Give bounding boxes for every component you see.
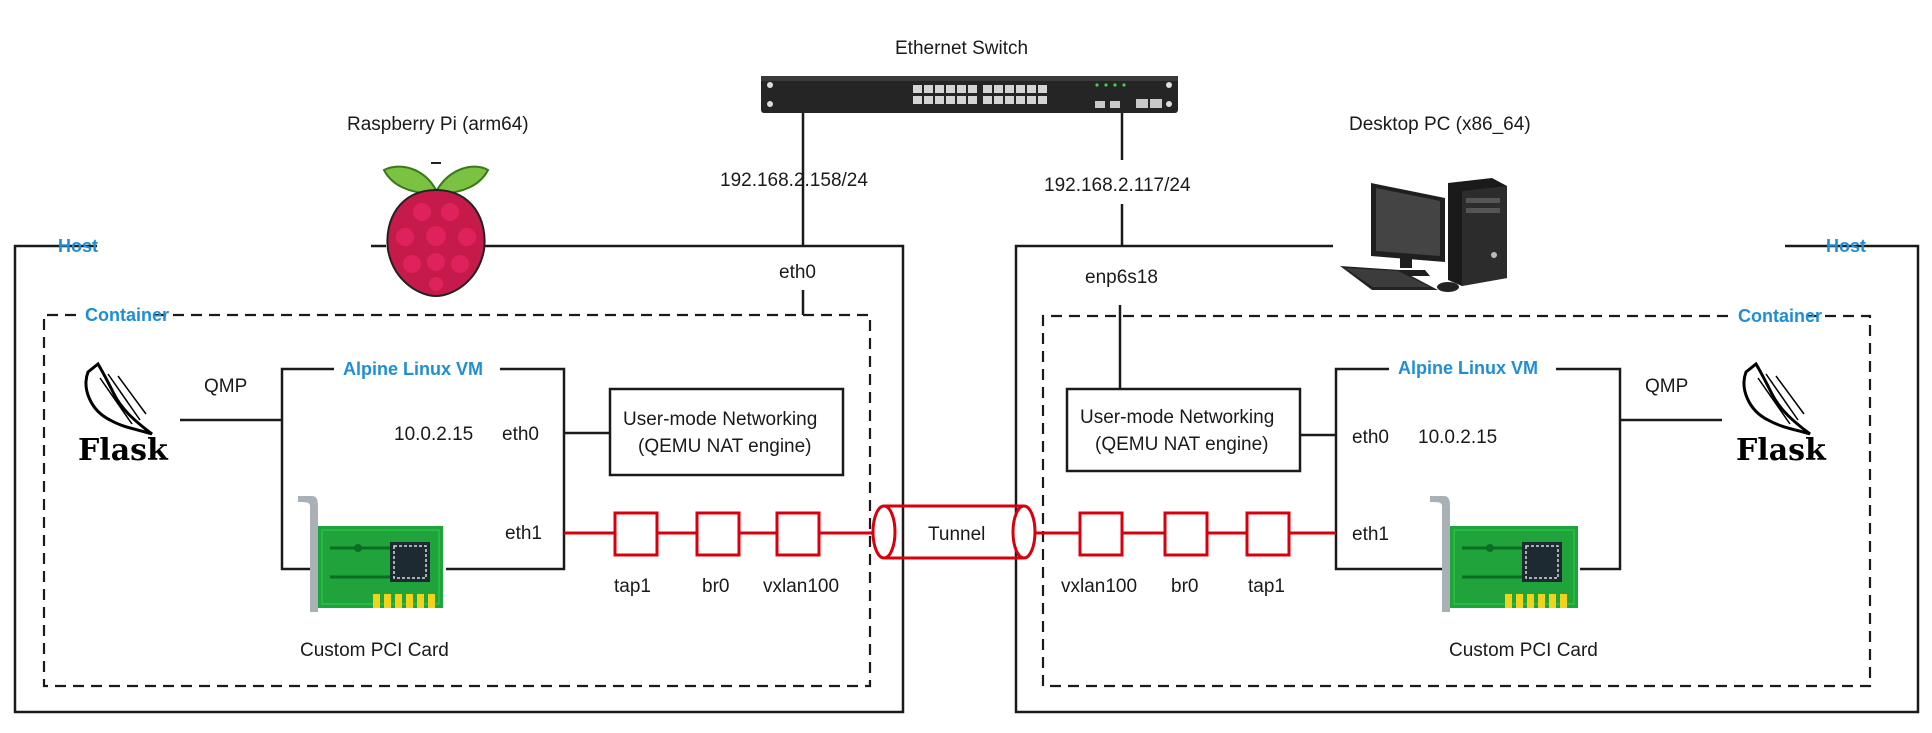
right-pci-label: Custom PCI Card: [1449, 640, 1598, 661]
right-container-label: Container: [1738, 306, 1822, 326]
switch-port: [968, 96, 977, 104]
left-host-ip: 192.168.2.158/24: [720, 170, 868, 191]
tunnel-label: Tunnel: [928, 524, 985, 545]
left-tunnel-path: [564, 511, 876, 557]
right-flask-label: Flask: [1736, 433, 1827, 468]
left-tap-label: tap1: [614, 576, 651, 597]
left-netbox-line1: User-mode Networking: [623, 409, 817, 430]
switch-port: [1005, 96, 1014, 104]
right-host-iface: enp6s18: [1085, 267, 1158, 288]
left-container-label: Container: [85, 305, 169, 325]
right-vm-box: [1334, 367, 1622, 571]
right-vm-label: Alpine Linux VM: [1398, 358, 1538, 378]
left-netbox-line2: (QEMU NAT engine): [638, 436, 812, 457]
switch-port: [1038, 96, 1047, 104]
switch-port: [1016, 85, 1025, 93]
switch-port: [957, 96, 966, 104]
left-pci-label: Custom PCI Card: [300, 640, 449, 661]
switch-port: [1005, 85, 1014, 93]
switch-port: [913, 96, 922, 104]
left-vm-box: [280, 367, 566, 571]
raspberry-pi-icon: [382, 162, 490, 298]
right-host-box: [1014, 244, 1920, 714]
switch-port: [1016, 96, 1025, 104]
left-host-box: [13, 244, 905, 714]
left-vm-eth1: eth1: [505, 523, 542, 544]
switch-port: [924, 96, 933, 104]
right-vxlan-label: vxlan100: [1061, 576, 1137, 597]
left-pci-card-icon: [298, 496, 443, 612]
switch-port: [1027, 85, 1036, 93]
desktop-pc-icon: [1340, 178, 1507, 292]
left-flask-logo: Flask: [78, 361, 169, 468]
right-device-label: Desktop PC (x86_64): [1349, 114, 1531, 135]
left-vm-eth0: eth0: [502, 424, 539, 445]
left-device-label: Raspberry Pi (arm64): [347, 114, 529, 135]
right-vm-ip: 10.0.2.15: [1418, 427, 1497, 448]
switch-port: [957, 85, 966, 93]
left-host-iface: eth0: [779, 262, 816, 283]
switch-port: [946, 96, 955, 104]
left-vxlan-label: vxlan100: [763, 576, 839, 597]
right-pci-card-icon: [1430, 496, 1578, 612]
switch-port: [968, 85, 977, 93]
switch-port: [935, 85, 944, 93]
switch-port: [994, 85, 1003, 93]
right-host-label: Host: [1826, 236, 1866, 256]
switch-port: [924, 85, 933, 93]
switch-port: [983, 96, 992, 104]
switch-port: [913, 85, 922, 93]
right-netbox: [1065, 387, 1302, 473]
switch-port: [1038, 85, 1047, 93]
right-flask-logo: Flask: [1736, 361, 1827, 468]
left-netbox: [608, 387, 845, 477]
tunnel-cylinder: [871, 504, 1037, 560]
left-qmp-label: QMP: [204, 376, 247, 397]
right-container-box: [1041, 314, 1872, 688]
switch-label: Ethernet Switch: [895, 38, 1028, 59]
left-bridge-label: br0: [702, 576, 729, 597]
left-container-box: [42, 313, 872, 688]
right-netbox-line1: User-mode Networking: [1080, 407, 1274, 428]
right-tunnel-path: [1035, 511, 1336, 557]
right-tap-label: tap1: [1248, 576, 1285, 597]
switch-port: [994, 96, 1003, 104]
left-flask-label: Flask: [78, 433, 169, 468]
ethernet-switch-icon: [761, 76, 1178, 113]
right-vm-eth0: eth0: [1352, 427, 1389, 448]
right-netbox-line2: (QEMU NAT engine): [1095, 434, 1269, 455]
right-bridge-label: br0: [1171, 576, 1198, 597]
switch-port: [1027, 96, 1036, 104]
left-vm-ip: 10.0.2.15: [394, 424, 473, 445]
switch-port: [946, 85, 955, 93]
switch-port: [983, 85, 992, 93]
right-vm-eth1: eth1: [1352, 524, 1389, 545]
left-vm-label: Alpine Linux VM: [343, 359, 483, 379]
right-qmp-label: QMP: [1645, 376, 1688, 397]
switch-port: [935, 96, 944, 104]
left-host-label: Host: [58, 236, 98, 256]
right-host-ip: 192.168.2.117/24: [1044, 175, 1191, 196]
